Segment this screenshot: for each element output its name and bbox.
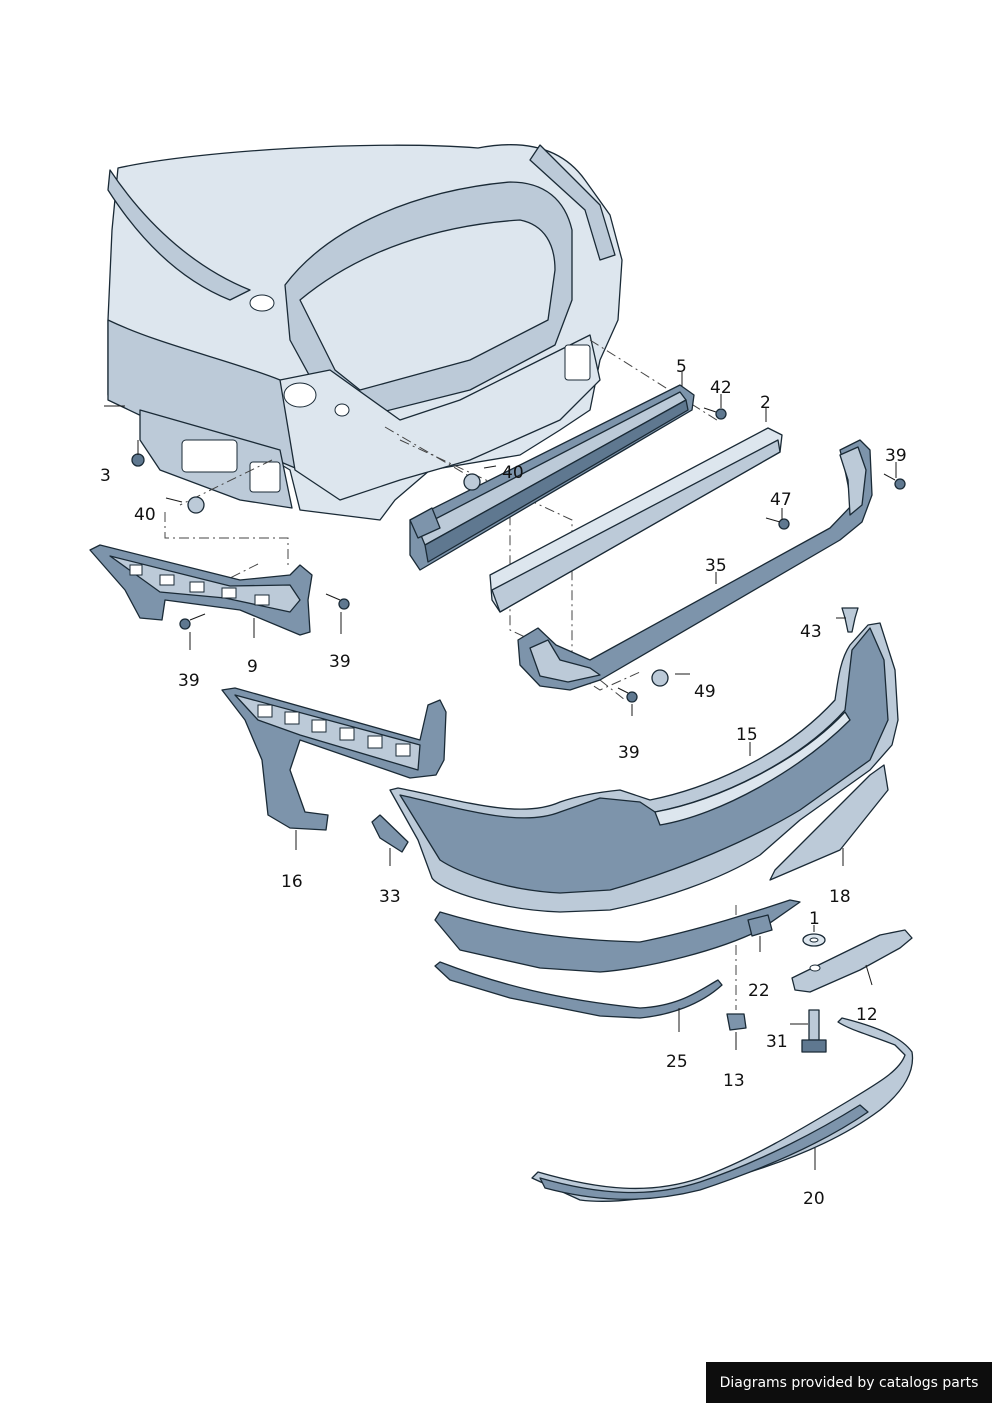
callout-9: 9 xyxy=(247,657,258,677)
callout-25: 25 xyxy=(666,1052,688,1072)
diffuser-part-18 xyxy=(769,764,889,881)
screw-39-right xyxy=(883,473,906,490)
side-guide-part-16 xyxy=(221,687,447,831)
callout-2: 2 xyxy=(760,393,771,413)
credit-banner: Diagrams provided by catalogs parts xyxy=(706,1362,992,1403)
callout-3: 3 xyxy=(100,466,111,486)
clip-3 xyxy=(131,453,145,467)
callout-15: 15 xyxy=(736,725,758,745)
callout-35: 35 xyxy=(705,556,727,576)
rear-body-shell xyxy=(107,144,623,521)
callout-16: 16 xyxy=(281,872,303,892)
screw-47 xyxy=(765,517,790,530)
energy-absorber-part-2 xyxy=(489,427,783,613)
clip-part-33 xyxy=(371,814,409,853)
callout-13: 13 xyxy=(723,1071,745,1091)
callout-12: 12 xyxy=(856,1005,878,1025)
callout-47: 47 xyxy=(770,490,792,510)
crossmember-part-5 xyxy=(409,384,695,571)
rivet-43 xyxy=(841,607,859,633)
callout-39-bracket: 39 xyxy=(618,743,640,763)
callout-42: 42 xyxy=(710,378,732,398)
callout-40-left: 40 xyxy=(134,505,156,525)
callout-49: 49 xyxy=(694,682,716,702)
cap-part-22 xyxy=(747,914,773,937)
callout-39-left: 39 xyxy=(178,671,200,691)
nut-49 xyxy=(651,669,669,687)
leader-lines xyxy=(104,372,897,1170)
screw-39-mid xyxy=(325,593,350,610)
credit-text: Diagrams provided by catalogs parts xyxy=(719,1374,979,1391)
callout-1: 1 xyxy=(809,909,820,929)
nut-40-left xyxy=(187,496,205,514)
bolt-31 xyxy=(801,1009,827,1053)
spoiler-part-20 xyxy=(531,1017,914,1202)
callout-39-right: 39 xyxy=(885,446,907,466)
callout-39-mid: 39 xyxy=(329,652,351,672)
trim-strip-part-25 xyxy=(434,961,723,1019)
plate-part-12 xyxy=(791,929,913,993)
side-bracket-part-9 xyxy=(89,544,313,636)
callout-18: 18 xyxy=(829,887,851,907)
callout-40-right: 40 xyxy=(502,463,524,483)
screw-39-left xyxy=(179,613,206,630)
callout-43: 43 xyxy=(800,622,822,642)
callout-5: 5 xyxy=(676,357,687,377)
callout-31: 31 xyxy=(766,1032,788,1052)
nut-40-right xyxy=(463,473,481,491)
bumper-cover-part-15 xyxy=(389,622,899,913)
screw-42 xyxy=(703,407,727,420)
screw-39-bracket xyxy=(617,687,638,703)
molding-part-25 xyxy=(434,899,801,973)
callout-22: 22 xyxy=(748,981,770,1001)
callout-labels: 3 40 40 5 42 2 39 47 35 43 49 39 15 39 9… xyxy=(100,357,907,1209)
bumper-bracket-part-35 xyxy=(517,439,873,691)
callout-33: 33 xyxy=(379,887,401,907)
washer-1 xyxy=(802,933,826,947)
clip-13 xyxy=(726,1013,747,1031)
callout-20: 20 xyxy=(803,1189,825,1209)
